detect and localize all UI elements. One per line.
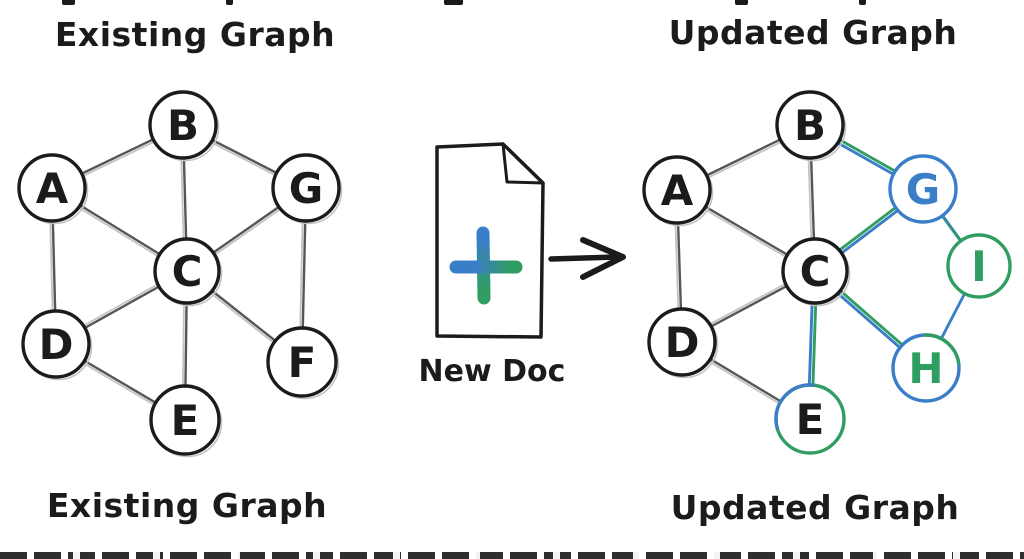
top-crop-mark bbox=[859, 0, 866, 5]
node-A: A bbox=[17, 153, 89, 225]
top-crop-mark bbox=[62, 0, 75, 5]
graph-layer: A B C D E F G A B C D E G H I bbox=[17, 90, 1012, 458]
node-F: F bbox=[266, 326, 340, 400]
document-fold bbox=[501, 143, 545, 185]
node-label-B: B bbox=[794, 101, 826, 150]
node-label-B: B bbox=[167, 101, 199, 150]
node-label-G: G bbox=[906, 165, 940, 214]
node-G: G bbox=[271, 153, 343, 225]
existing-graph: A B C D E F G bbox=[17, 90, 343, 458]
top-crop-mark bbox=[444, 0, 463, 5]
node-label-A: A bbox=[36, 164, 69, 213]
node-A: A bbox=[642, 155, 714, 227]
arrow-icon bbox=[548, 237, 626, 280]
node-label-D: D bbox=[39, 320, 74, 369]
top-crop-mark bbox=[226, 0, 233, 5]
new-doc-icon bbox=[435, 142, 545, 339]
node-D: D bbox=[647, 307, 719, 379]
existing-graph-title-bottom: Existing Graph bbox=[46, 486, 328, 525]
updated-graph: A B C D E G H I bbox=[642, 90, 1012, 455]
node-label-I: I bbox=[971, 242, 987, 291]
updated-graph-title-top: Updated Graph bbox=[668, 13, 958, 52]
top-crop-mark bbox=[735, 0, 748, 5]
node-E: E bbox=[149, 384, 223, 458]
plus-icon bbox=[449, 226, 523, 305]
node-B: B bbox=[775, 90, 847, 162]
new-doc-label: New Doc bbox=[418, 354, 566, 389]
node-label-F: F bbox=[288, 338, 317, 387]
node-label-G: G bbox=[289, 164, 323, 213]
node-E: E bbox=[774, 383, 846, 455]
node-label-E: E bbox=[796, 395, 825, 444]
document-outline bbox=[435, 142, 545, 339]
node-label-H: H bbox=[908, 344, 943, 393]
node-label-C: C bbox=[172, 247, 203, 296]
node-label-E: E bbox=[171, 396, 200, 445]
node-D: D bbox=[21, 309, 93, 381]
node-label-D: D bbox=[665, 318, 700, 367]
node-C: C bbox=[153, 237, 223, 307]
bottom-crop-marks bbox=[0, 552, 1024, 559]
node-I: I bbox=[946, 233, 1012, 299]
node-B: B bbox=[148, 90, 220, 162]
node-G: G bbox=[888, 154, 958, 224]
node-C: C bbox=[781, 237, 851, 307]
node-H: H bbox=[891, 333, 961, 403]
existing-graph-title-top: Existing Graph bbox=[54, 15, 336, 54]
node-label-A: A bbox=[661, 166, 694, 215]
node-label-C: C bbox=[800, 247, 831, 296]
updated-graph-title-bottom: Updated Graph bbox=[670, 488, 960, 527]
